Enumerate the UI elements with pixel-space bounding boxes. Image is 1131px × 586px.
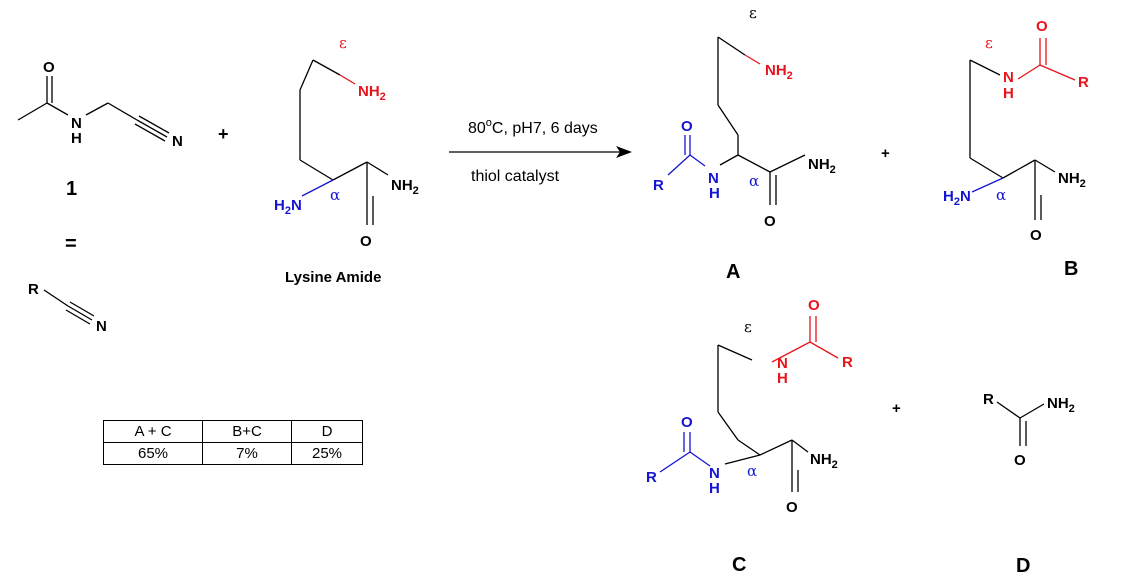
generic-nitrile: R N — [28, 281, 107, 335]
header-cell: D — [291, 420, 363, 443]
epsilon-H: H — [1003, 85, 1014, 102]
conditions-bottom: thiol catalyst — [471, 168, 560, 185]
amide-O: O — [1036, 18, 1048, 35]
acyl-R: R — [653, 177, 664, 194]
table-row: 65% 7% 25% — [103, 442, 363, 465]
plus-sign: + — [218, 124, 229, 144]
amide-O: O — [1030, 227, 1042, 244]
epsilon-N: N — [1003, 69, 1014, 86]
product-B-structure: ε O N H R α H2N NH2 O — [943, 18, 1089, 244]
atom-R: R — [983, 391, 994, 408]
acyl-R-red: R — [842, 354, 853, 371]
alpha-N: N — [708, 170, 719, 187]
acyl-O-blue: O — [681, 414, 693, 431]
amide-O: O — [808, 297, 820, 314]
table-row: A + C B+C D — [103, 420, 363, 443]
alpha-label: α — [330, 186, 340, 204]
alpha-H2N: H2N — [943, 188, 971, 208]
amide-NH2: NH2 — [1058, 170, 1086, 190]
amide-O: O — [786, 499, 798, 516]
amide-O: O — [360, 233, 372, 250]
alpha-H: H — [709, 185, 720, 202]
amide-NH2: NH2 — [1047, 395, 1075, 415]
value-cell: 7% — [202, 442, 292, 465]
equals-sign: = — [65, 233, 77, 255]
product-A-structure: ε NH2 O R N H α NH2 O — [653, 4, 836, 230]
label-B: B — [1064, 258, 1078, 280]
amide-O: O — [1014, 452, 1026, 469]
label-A: A — [726, 261, 740, 283]
plus-sign: + — [892, 400, 901, 417]
amide-O: O — [764, 213, 776, 230]
acyl-R: R — [1078, 74, 1089, 91]
atom-nitrile-N: N — [172, 133, 183, 150]
epsilon-label: ε — [985, 34, 993, 52]
yield-table: A + C B+C D 65% 7% 25% — [103, 420, 363, 465]
atom-H: H — [71, 130, 82, 147]
epsilon-label: ε — [744, 318, 752, 336]
alpha-label: α — [747, 462, 757, 480]
amide-NH2: NH2 — [808, 156, 836, 176]
amide-NH2: NH2 — [810, 451, 838, 471]
lysine-amide-structure: ε NH2 α H2N NH2 O — [274, 34, 419, 250]
atom-O: O — [43, 59, 55, 76]
reaction-arrow — [449, 146, 632, 158]
value-cell: 25% — [291, 442, 363, 465]
epsilon-NH2: NH2 — [765, 62, 793, 82]
alpha-H: H — [709, 480, 720, 497]
lysine-amide-label: Lysine Amide — [285, 269, 381, 286]
value-cell: 65% — [103, 442, 203, 465]
product-D-structure: R NH2 O — [983, 391, 1075, 469]
epsilon-label: ε — [339, 34, 347, 52]
compound-number: 1 — [66, 178, 77, 200]
acyl-R-blue: R — [646, 469, 657, 486]
header-cell: A + C — [103, 420, 203, 443]
atom-R: R — [28, 281, 39, 298]
conditions-top: 80oC, pH7, 6 days — [468, 117, 598, 137]
atom-N: N — [96, 318, 107, 335]
epsilon-H: H — [777, 370, 788, 387]
atom-N: N — [71, 115, 82, 132]
plus-sign: + — [881, 145, 890, 162]
alpha-label: α — [749, 172, 759, 190]
product-C-structure: ε O N H R O R N H α NH2 O — [646, 297, 853, 516]
header-cell: B+C — [202, 420, 292, 443]
epsilon-N: N — [777, 355, 788, 372]
alpha-H2N: H2N — [274, 197, 302, 217]
label-C: C — [732, 554, 746, 576]
epsilon-label: ε — [749, 4, 757, 22]
label-D: D — [1016, 555, 1030, 577]
amide-NH2: NH2 — [391, 177, 419, 197]
acyl-O: O — [681, 118, 693, 135]
reactant-1-structure: O N H N — [17, 59, 183, 150]
epsilon-NH2: NH2 — [358, 83, 386, 103]
alpha-label: α — [996, 186, 1006, 204]
alpha-N: N — [709, 465, 720, 482]
